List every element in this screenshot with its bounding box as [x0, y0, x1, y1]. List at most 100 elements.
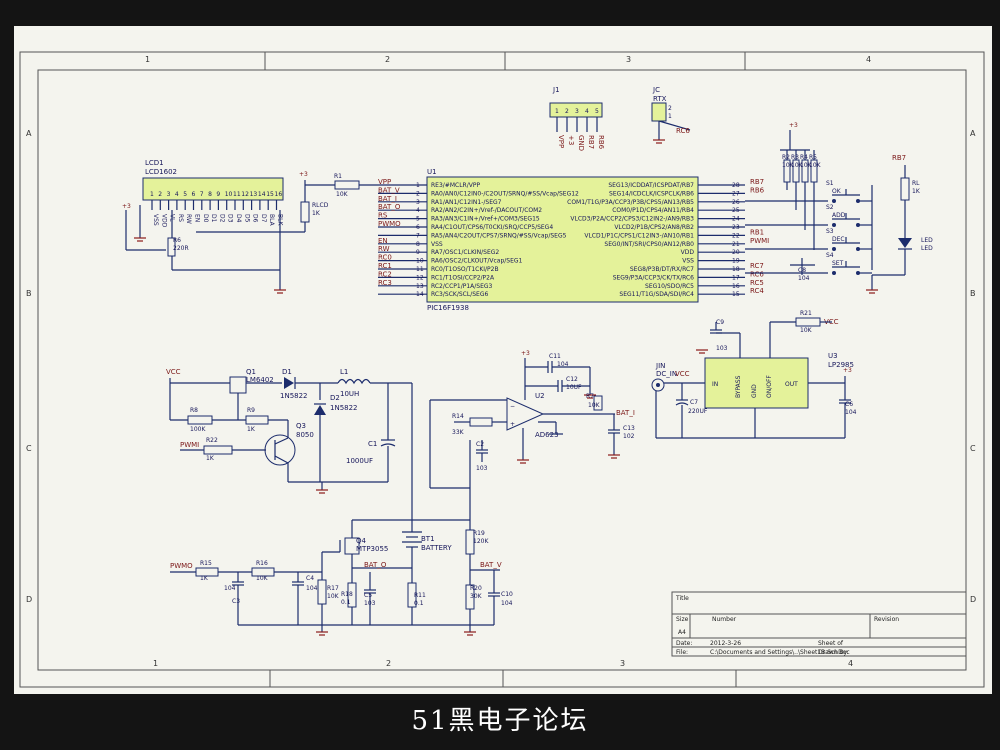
u1-right-pin-name: VLCD3/P2A/CCP2/CPS3/C12IN2-/AN9/RB3: [570, 216, 694, 223]
svg-text:LM6402: LM6402: [246, 376, 274, 384]
lcd-signal-name: D2: [218, 214, 225, 223]
u1-left-net: EN: [378, 237, 388, 245]
lcd-pin-number: 5: [183, 191, 187, 198]
u1-right-pin-number: 28: [732, 182, 740, 189]
u1-right-pin-number: 23: [732, 224, 740, 231]
svg-text:C9: C9: [716, 319, 724, 326]
u1-left-pin-number: 14: [416, 291, 424, 298]
svg-text:8050: 8050: [296, 431, 314, 439]
lp2985-regulator: C9 103 R21 10K VCC U3 LP2985 IN BYPASS G…: [651, 310, 857, 439]
title-block: Title Size A4 Number Revision Date: 2012…: [671, 591, 967, 657]
lcd-signal-name: BLA: [268, 214, 275, 227]
svg-text:2012-3-26: 2012-3-26: [710, 640, 741, 647]
u1-left-net: PWMO: [378, 220, 401, 228]
svg-text:+3: +3: [521, 350, 530, 357]
svg-text:R1: R1: [334, 173, 342, 180]
pullup-val: 10K: [809, 162, 822, 169]
svg-text:104: 104: [557, 361, 569, 368]
lcd-pin-number: 15: [266, 191, 274, 198]
pullup-ref: R5: [809, 154, 817, 161]
svg-text:Date:: Date:: [676, 640, 692, 647]
svg-text:1K: 1K: [247, 426, 256, 433]
j1-net: RB7: [587, 135, 595, 149]
switch-ref: S2: [826, 204, 834, 211]
svg-text:220UF: 220UF: [688, 408, 708, 415]
svg-text:RC6: RC6: [676, 127, 690, 135]
j1-net: +3: [567, 135, 575, 145]
j1-pin-number: 5: [595, 108, 599, 115]
u1-right-pin-number: 21: [732, 241, 740, 248]
lcd-signal-name: D6: [252, 214, 259, 223]
svg-text:A: A: [970, 129, 976, 138]
svg-text:R18: R18: [341, 591, 353, 598]
j1-net: GND: [577, 135, 585, 151]
svg-text:LCD1: LCD1: [145, 159, 164, 167]
svg-text:C3: C3: [232, 598, 240, 605]
r6-ref: R6: [173, 237, 181, 244]
u1-right-pin-number: 25: [732, 207, 740, 214]
pullup-val: 10K: [782, 162, 795, 169]
svg-text:RTX: RTX: [653, 95, 667, 103]
svg-text:DC_IN: DC_IN: [656, 370, 677, 378]
svg-text:BAT_O: BAT_O: [364, 561, 387, 569]
svg-text:+3: +3: [843, 367, 852, 374]
grid-top-labels: 1 2 3 4: [145, 52, 871, 70]
svg-text:RB7: RB7: [892, 154, 906, 162]
svg-text:Q3: Q3: [296, 422, 306, 430]
svg-text:IN: IN: [712, 381, 718, 388]
lcd-signal-name: EN: [194, 214, 201, 222]
pullup-val: 10K: [800, 162, 813, 169]
svg-text:1K: 1K: [206, 455, 215, 462]
r6-val: 220R: [173, 245, 189, 252]
svg-text:2: 2: [385, 55, 390, 64]
lcd-pin-number: 2: [158, 191, 162, 198]
u1-left-net: RW: [378, 245, 390, 253]
u1-left-pin-name: RC0/T1OSO/T1CKI/P2B: [431, 266, 499, 273]
svg-text:Q1: Q1: [246, 368, 256, 376]
svg-text:A4: A4: [678, 629, 686, 636]
u1-right-pin-name: COM1/T1G/P3A/CCP3/P3B/CPS5/AN13/RB5: [567, 199, 694, 206]
svg-text:C6: C6: [845, 401, 853, 408]
svg-text:4: 4: [848, 659, 853, 668]
svg-text:Sheet of: Sheet of: [818, 640, 844, 647]
switch-name: SET: [832, 260, 844, 267]
u1-right-pin-number: 27: [732, 190, 740, 197]
u1-right-net: PWMI: [750, 237, 769, 245]
u1-right-pin-number: 18: [732, 266, 740, 273]
u1-left-pin-number: 2: [416, 190, 420, 197]
u1-right-pin-number: 19: [732, 258, 740, 265]
svg-text:U1: U1: [427, 168, 437, 176]
u1-left-pin-number: 6: [416, 224, 420, 231]
switch-contact: [832, 199, 836, 203]
svg-text:+3: +3: [789, 122, 798, 129]
svg-text:Number: Number: [712, 616, 737, 623]
lcd-signal-name: RW: [185, 214, 192, 224]
svg-text:U2: U2: [535, 392, 545, 400]
svg-text:R8: R8: [190, 407, 198, 414]
u1-left-pin-name: RC2/CCP1/P1A/SEG3: [431, 283, 493, 290]
paper-sheet: [14, 26, 992, 694]
u1-right-net: RC7: [750, 262, 764, 270]
svg-text:R16: R16: [256, 560, 268, 567]
switch-name: OK: [832, 188, 842, 195]
svg-text:PIC16F1938: PIC16F1938: [427, 304, 469, 312]
u1-left-pin-name: RA3/AN3/C1IN+/Vref+/COM3/SEG15: [431, 216, 540, 223]
grid-left-labels: A B C D: [26, 129, 32, 604]
u1-left-pin-number: 13: [416, 283, 424, 290]
svg-text:10K: 10K: [256, 575, 269, 582]
j1-pin-number: 2: [565, 108, 569, 115]
svg-text:104: 104: [845, 409, 857, 416]
lcd-pin-number: 4: [175, 191, 179, 198]
j1-pin-number: 3: [575, 108, 579, 115]
svg-text:RLCD: RLCD: [312, 202, 329, 209]
svg-text:B: B: [26, 289, 32, 298]
u1-left-pin-name: RA2/AN2/C2IN+/Vref-/DACOUT/COM2: [431, 207, 542, 214]
svg-text:LED: LED: [921, 237, 933, 244]
svg-text:C2: C2: [476, 441, 484, 448]
status-led: RB7 RL 1K LED LED: [866, 154, 933, 294]
svg-text:R11: R11: [414, 592, 426, 599]
svg-text:1N5822: 1N5822: [280, 392, 308, 400]
j1-pin-number: 4: [585, 108, 589, 115]
